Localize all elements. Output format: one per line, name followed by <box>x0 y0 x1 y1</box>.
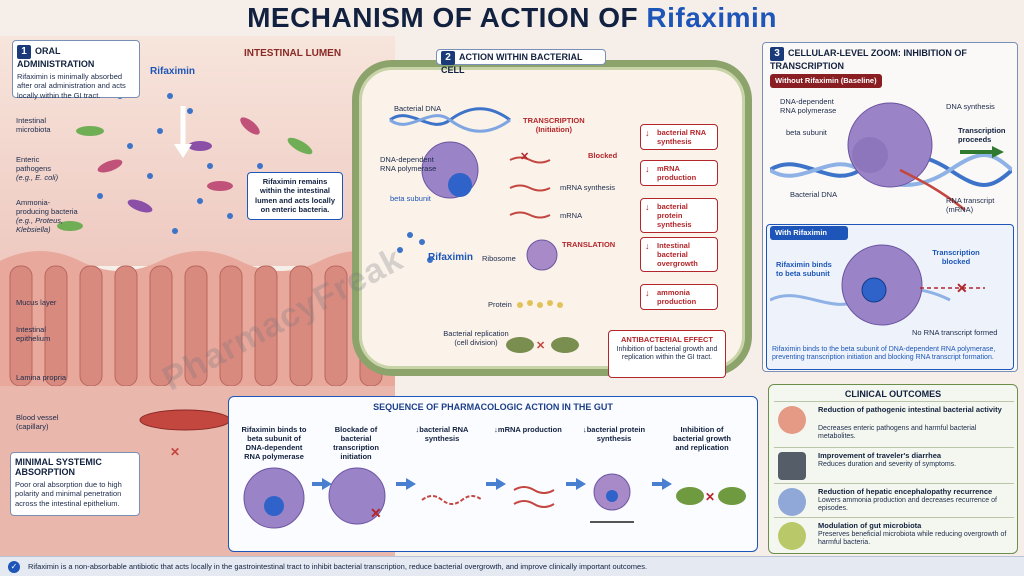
rifaximin-cell-label: Rifaximin <box>428 252 474 263</box>
baseline-transcription-illustration <box>770 102 1012 211</box>
seq-step-inhibition: Inhibition of bacterial growth and repli… <box>673 425 731 452</box>
intestinal-lumen-label: INTESTINAL LUMEN <box>244 48 342 59</box>
svg-text:✕: ✕ <box>705 490 715 504</box>
mrna-label: mRNA <box>560 211 583 220</box>
mrna-synthesis-label: mRNA synthesis <box>560 183 616 192</box>
local-action-callout: Rifaximin remains within the intestinal … <box>247 172 343 220</box>
antibacterial-effect-box: ANTIBACTERIAL EFFECT Inhibition of bacte… <box>608 330 726 378</box>
transcription-proceeds-label: Transcription proceeds <box>958 126 1006 144</box>
clinical-outcomes-header: CLINICAL OUTCOMES <box>844 389 942 399</box>
svg-text:✕: ✕ <box>536 340 545 352</box>
transcription-blocked-label: Transcription blocked <box>932 248 980 266</box>
without-rifaximin-tag: Without Rifaximin (Baseline) <box>770 74 882 88</box>
sequence-panel <box>228 396 758 552</box>
inhibited-transcription-illustration: ✕ <box>770 244 985 326</box>
blood-vessel-label: Blood vessel (capillary) <box>16 413 59 431</box>
microbiota-label: Intestinal microbiota <box>16 116 51 134</box>
minimal-absorption-box: MINIMAL SYSTEMIC ABSORPTION Poor oral ab… <box>10 452 140 516</box>
rifaximin-entry-label: Rifaximin <box>150 66 196 77</box>
clinical-outcomes-panel <box>768 384 1018 554</box>
sequence-header: SEQUENCE OF PHARMACOLOGIC ACTION IN THE … <box>373 402 613 412</box>
panel3-caption: Rifaximin binds to the beta subunit of D… <box>772 346 996 362</box>
with-rifaximin-tag: With Rifaximin <box>770 226 848 240</box>
result-bacterial-overgrowth: ↓Intestinal bacterial overgrowth <box>640 237 718 272</box>
suitcase-icon <box>778 452 806 480</box>
footer-bar: ✓ Rifaximin is a non-absorbable antibiot… <box>0 556 1024 576</box>
baseline-beta-label: beta subunit <box>786 128 827 137</box>
protein-label: Protein <box>488 300 512 309</box>
binds-beta-label: Rifaximin binds to beta subunit <box>776 260 832 278</box>
check-icon: ✓ <box>8 561 20 573</box>
intestine-icon <box>778 406 806 434</box>
bacterial-dna-label: Bacterial DNA <box>394 104 442 113</box>
blocked-label: Blocked <box>588 151 618 160</box>
translation-label: TRANSLATION <box>562 240 616 249</box>
replication-label: Bacterial replication (cell division) <box>443 329 509 347</box>
blocked-absorption-mark: ✕ <box>170 445 180 459</box>
result-mrna-production: ↓mRNA production <box>640 160 718 186</box>
dna-synthesis-label: DNA synthesis <box>946 102 995 111</box>
enteric-pathogens-label: Enteric pathogens(e.g., E. coli) <box>16 155 59 182</box>
beta-subunit-label: beta subunit <box>390 194 431 203</box>
page-title: MECHANISM OF ACTION OF Rifaximin <box>247 2 777 33</box>
outcome-travelers-diarrhea: Improvement of traveler's diarrhea Reduc… <box>774 447 1014 485</box>
svg-text:✕: ✕ <box>370 505 382 521</box>
outcome-pathogenic-activity: Reduction of pathogenic intestinal bacte… <box>774 401 1014 440</box>
ammonia-bacteria-label: Ammonia-producing bacteria(e.g., Proteus… <box>16 198 78 234</box>
outcome-hepatic-encephalopathy: Reduction of hepatic encephalopathy recu… <box>774 483 1014 521</box>
cell-internals-illustration: ✕ <box>389 107 579 353</box>
epithelium-label: Intestinal epithelium <box>16 325 51 343</box>
seq-step-binds: Rifaximin binds to beta subunit of DNA-d… <box>241 425 307 461</box>
seq-step-rna: ↓bacterial RNA synthesis <box>415 425 469 443</box>
rna-transcript-label: RNA transcript (mRNA) <box>946 196 995 214</box>
svg-text:✕: ✕ <box>956 280 968 296</box>
sequence-illustration: ✕ ✕ <box>243 467 746 529</box>
ribosome-label: Ribosome <box>482 254 516 263</box>
seq-step-protein: ↓bacterial protein synthesis <box>582 425 646 443</box>
result-protein-synthesis: ↓bacterial protein synthesis <box>640 198 718 233</box>
result-rna-synthesis: ↓bacterial RNA synthesis <box>640 124 718 150</box>
rna-polymerase-label: DNA-dependent RNA polymerase <box>380 155 437 173</box>
lamina-propria-label: Lamina propria <box>16 373 67 382</box>
seq-step-blockade: Blockade of bacterial transcription init… <box>333 425 379 461</box>
seq-step-mrna: ↓mRNA production <box>494 425 562 434</box>
transcription-block-mark: ✕ <box>520 151 530 163</box>
outcome-gut-microbiota: Modulation of gut microbiota Preserves b… <box>774 517 1014 555</box>
result-ammonia-production: ↓ammonia production <box>640 284 718 310</box>
baseline-rnap-label: DNA-dependent RNA polymerase <box>780 97 837 115</box>
no-rna-label: No RNA transcript formed <box>912 328 998 337</box>
microbiota-icon <box>778 522 806 550</box>
baseline-dna-label: Bacterial DNA <box>790 190 838 199</box>
footer-summary: Rifaximin is a non-absorbable antibiotic… <box>28 562 648 571</box>
transcription-label: TRANSCRIPTION(Initiation) <box>523 116 585 134</box>
mucus-layer-label: Mucus layer <box>16 298 57 307</box>
brain-icon <box>778 488 806 516</box>
